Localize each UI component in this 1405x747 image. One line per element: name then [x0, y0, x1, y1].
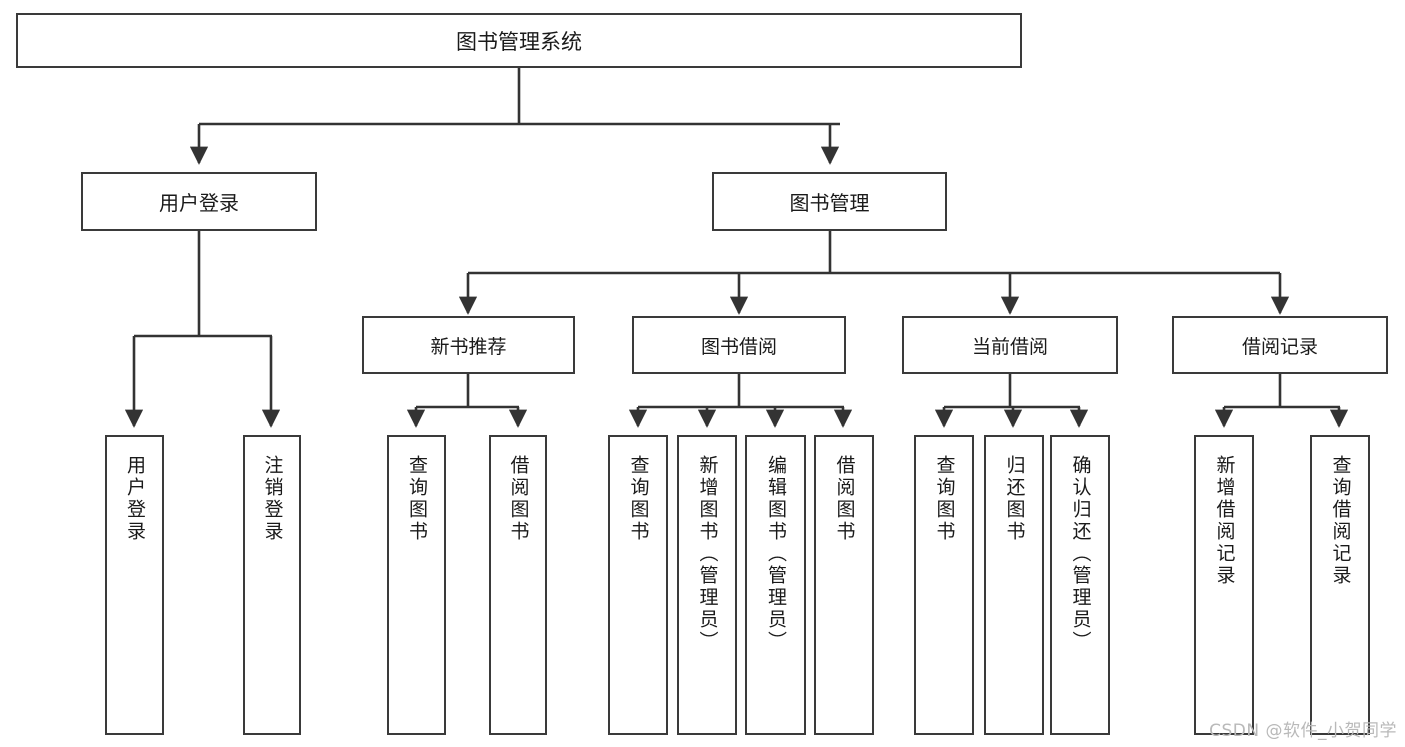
node-borrow-record[interactable]: 借阅记录 [1172, 316, 1388, 374]
leaf-current-borrow-return-label: 归还图书 [1003, 455, 1026, 543]
node-new-book-recommend-label: 新书推荐 [430, 335, 507, 358]
node-user-login-label: 用户登录 [159, 191, 239, 215]
node-book-management[interactable]: 图书管理 [712, 172, 947, 231]
leaf-current-borrow-confirm-return[interactable]: 确认归还（管理员） [1050, 435, 1110, 735]
node-borrow-record-label: 借阅记录 [1241, 335, 1318, 358]
leaf-user-login-signout-label: 注销登录 [261, 455, 284, 543]
node-book-borrow[interactable]: 图书借阅 [632, 316, 846, 374]
leaf-current-borrow-query-label: 查询图书 [933, 455, 956, 543]
leaf-borrow-record-add-label: 新增借阅记录 [1213, 455, 1236, 587]
leaf-book-borrow-query-label: 查询图书 [627, 455, 650, 543]
node-current-borrow[interactable]: 当前借阅 [902, 316, 1118, 374]
leaf-book-borrow-borrow-label: 借阅图书 [833, 455, 856, 543]
node-root-system[interactable]: 图书管理系统 [16, 13, 1022, 68]
leaf-borrow-record-query-label: 查询借阅记录 [1329, 455, 1352, 587]
leaf-book-borrow-add[interactable]: 新增图书（管理员） [677, 435, 737, 735]
leaf-user-login-signin[interactable]: 用户登录 [105, 435, 164, 735]
leaf-borrow-record-query[interactable]: 查询借阅记录 [1310, 435, 1370, 735]
leaf-current-borrow-confirm-return-label: 确认归还（管理员） [1069, 455, 1092, 653]
leaf-user-login-signout[interactable]: 注销登录 [243, 435, 301, 735]
node-new-book-recommend[interactable]: 新书推荐 [362, 316, 575, 374]
leaf-book-borrow-edit[interactable]: 编辑图书（管理员） [745, 435, 806, 735]
leaf-current-borrow-query[interactable]: 查询图书 [914, 435, 974, 735]
leaf-borrow-record-add[interactable]: 新增借阅记录 [1194, 435, 1254, 735]
node-book-management-label: 图书管理 [789, 191, 870, 215]
leaf-new-book-borrow[interactable]: 借阅图书 [489, 435, 547, 735]
node-book-borrow-label: 图书借阅 [700, 335, 777, 358]
leaf-new-book-query-label: 查询图书 [406, 455, 428, 543]
node-root-system-label: 图书管理系统 [456, 29, 582, 54]
leaf-book-borrow-add-label: 新增图书（管理员） [696, 455, 719, 653]
leaf-book-borrow-borrow[interactable]: 借阅图书 [814, 435, 874, 735]
leaf-user-login-signin-label: 用户登录 [124, 455, 146, 543]
leaf-book-borrow-query[interactable]: 查询图书 [608, 435, 668, 735]
node-user-login[interactable]: 用户登录 [81, 172, 317, 231]
leaf-new-book-borrow-label: 借阅图书 [507, 455, 530, 543]
node-current-borrow-label: 当前借阅 [971, 335, 1048, 358]
leaf-new-book-query[interactable]: 查询图书 [387, 435, 446, 735]
leaf-book-borrow-edit-label: 编辑图书（管理员） [765, 455, 787, 653]
leaf-current-borrow-return[interactable]: 归还图书 [984, 435, 1044, 735]
